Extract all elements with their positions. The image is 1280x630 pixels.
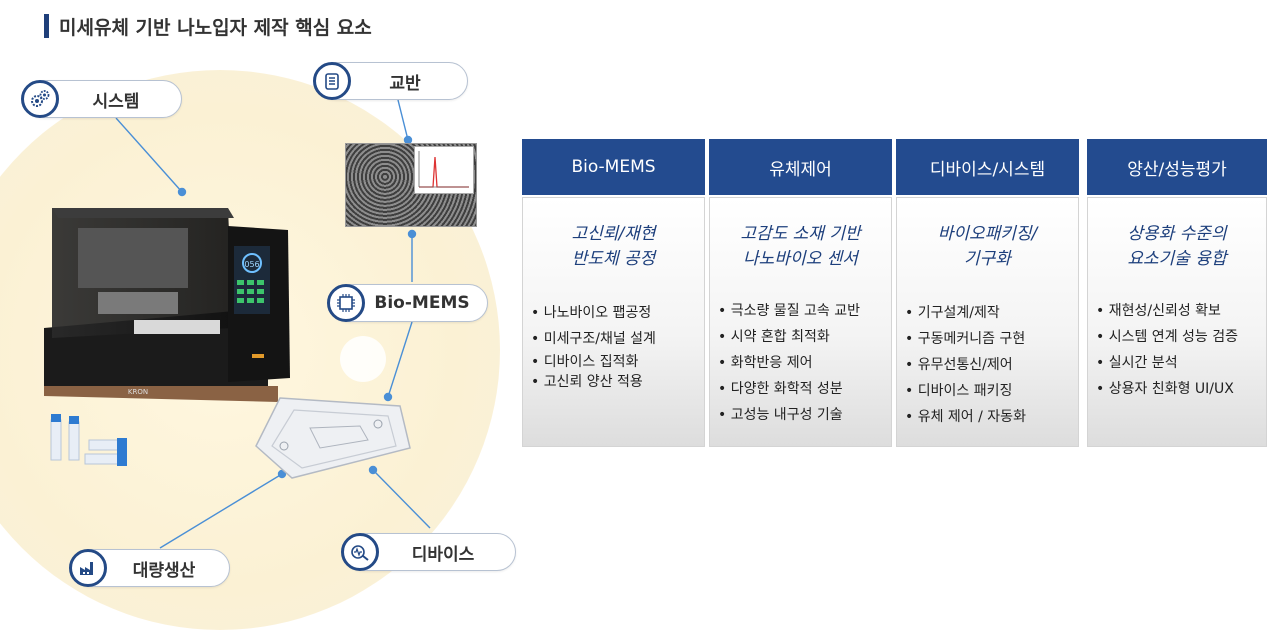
- list-item: 디바이스 집적화: [531, 352, 656, 372]
- feature-list: 재현성/신뢰성 확보 시스템 연계 성능 검증 실시간 분석 상용자 친화형 U…: [1096, 298, 1238, 402]
- machine-brand: KRON: [128, 388, 148, 396]
- list-item: 미세구조/채널 설계: [531, 326, 656, 352]
- subtitle-line: 요소기술 융합: [1127, 249, 1227, 269]
- subtitle-line: 상용화 수준의: [1127, 224, 1227, 244]
- column-body: 고감도 소재 기반 나노바이오 센서 극소량 물질 고속 교반 시약 혼합 최적…: [709, 197, 892, 447]
- node-mass-production: 대량생산: [69, 549, 230, 587]
- sem-inset-graph: [414, 146, 474, 194]
- node-biomems-label: Bio-MEMS: [374, 293, 470, 313]
- column-subtitle: 고감도 소재 기반 나노바이오 센서: [710, 222, 891, 272]
- column-header: 양산/성능평가: [1087, 139, 1267, 195]
- column-device-system: 디바이스/시스템 바이오패키징/ 기구화 기구설계/제작 구동메커니즘 구현 유…: [896, 139, 1079, 447]
- factory-icon: [69, 549, 107, 587]
- connector-biomems-chip: [387, 321, 413, 398]
- column-body: 바이오패키징/ 기구화 기구설계/제작 구동메커니즘 구현 유무선통신/제어 디…: [896, 197, 1079, 447]
- vials-image: [50, 414, 127, 466]
- node-biomems: Bio-MEMS: [327, 284, 488, 322]
- node-stirring-label: 교반: [389, 73, 421, 94]
- list-item: 고신뢰 양산 적용: [531, 372, 656, 392]
- node-stirring: 교반: [313, 62, 468, 100]
- connector-mass-production: [159, 473, 283, 549]
- list-item: 유무선통신/제어: [905, 352, 1026, 378]
- column-header: 디바이스/시스템: [896, 139, 1079, 195]
- sem-image: [345, 143, 477, 227]
- list-item: 유체 제어 / 자동화: [905, 404, 1026, 430]
- subtitle-line: 고신뢰/재현: [571, 224, 656, 244]
- gears-icon: [21, 80, 59, 118]
- subtitle-line: 나노바이오 센서: [743, 249, 858, 269]
- list-item: 극소량 물질 고속 교반: [718, 298, 860, 324]
- list-item: 고성능 내구성 기술: [718, 402, 860, 428]
- list-item: 디바이스 패키징: [905, 378, 1026, 404]
- sensor-icon: [341, 533, 379, 571]
- column-subtitle: 상용화 수준의 요소기술 융합: [1088, 222, 1266, 272]
- sem-inset-plot: [418, 151, 469, 188]
- machine-display-value: 056: [244, 260, 259, 269]
- page-title-text: 미세유체 기반 나노입자 제작 핵심 요소: [59, 16, 372, 39]
- subtitle-line: 반도체 공정: [571, 249, 656, 269]
- subtitle-line: 기구화: [964, 249, 1011, 269]
- column-subtitle: 고신뢰/재현 반도체 공정: [523, 222, 704, 272]
- node-device-label: 디바이스: [411, 544, 475, 565]
- connector-stirring: [397, 99, 409, 141]
- list-item: 시스템 연계 성능 검증: [1096, 324, 1238, 350]
- column-body: 상용화 수준의 요소기술 융합 재현성/신뢰성 확보 시스템 연계 성능 검증 …: [1087, 197, 1267, 447]
- mixer-icon: [313, 62, 351, 100]
- node-mass-production-label: 대량생산: [132, 560, 196, 581]
- list-item: 기구설계/제작: [905, 300, 1026, 326]
- list-item: 다양한 화학적 성분: [718, 376, 860, 402]
- list-item: 실시간 분석: [1096, 350, 1238, 376]
- nanoparticle-maker-image: 056 KRON: [44, 208, 290, 402]
- list-item: 화학반응 제어: [718, 350, 860, 376]
- list-item: 시약 혼합 최적화: [718, 324, 860, 350]
- connector-dot-sem: [407, 229, 417, 239]
- node-device: 디바이스: [341, 533, 516, 571]
- list-item: 재현성/신뢰성 확보: [1096, 298, 1238, 324]
- node-system-label: 시스템: [92, 91, 140, 112]
- list-item: 구동메커니즘 구현: [905, 326, 1026, 352]
- column-subtitle: 바이오패키징/ 기구화: [897, 222, 1078, 272]
- column-fluid-control: 유체제어 고감도 소재 기반 나노바이오 센서 극소량 물질 고속 교반 시약 …: [709, 139, 892, 447]
- chip-icon: [327, 284, 365, 322]
- background-glow-dot: [340, 336, 386, 382]
- microfluidic-chip-image: [255, 397, 411, 479]
- feature-list: 나노바이오 팹공정 미세구조/채널 설계 디바이스 집적화 고신뢰 양산 적용: [531, 300, 656, 392]
- connector-lines: [115, 99, 431, 549]
- subtitle-line: 바이오패키징/: [937, 224, 1038, 244]
- page-title: 미세유체 기반 나노입자 제작 핵심 요소: [44, 12, 372, 40]
- subtitle-line: 고감도 소재 기반: [740, 224, 861, 244]
- column-body: 고신뢰/재현 반도체 공정 나노바이오 팹공정 미세구조/채널 설계 디바이스 …: [522, 197, 705, 447]
- title-bar: [44, 14, 49, 38]
- column-production-evaluation: 양산/성능평가 상용화 수준의 요소기술 융합 재현성/신뢰성 확보 시스템 연…: [1087, 139, 1267, 447]
- connector-dot-device: [368, 465, 378, 475]
- connector-dot-system: [177, 187, 187, 197]
- list-item: 나노바이오 팹공정: [531, 300, 656, 326]
- column-biomems: Bio-MEMS 고신뢰/재현 반도체 공정 나노바이오 팹공정 미세구조/채널…: [522, 139, 705, 447]
- connector-dot-mass-production: [277, 469, 287, 479]
- column-header: Bio-MEMS: [522, 139, 705, 195]
- feature-list: 극소량 물질 고속 교반 시약 혼합 최적화 화학반응 제어 다양한 화학적 성…: [718, 298, 860, 428]
- connector-device: [372, 469, 431, 529]
- connector-dot-chip: [383, 392, 393, 402]
- node-system: 시스템: [21, 80, 182, 118]
- feature-list: 기구설계/제작 구동메커니즘 구현 유무선통신/제어 디바이스 패키징 유체 제…: [905, 300, 1026, 430]
- column-header: 유체제어: [709, 139, 892, 195]
- list-item: 상용자 친화형 UI/UX: [1096, 376, 1238, 402]
- connector-system: [115, 117, 183, 193]
